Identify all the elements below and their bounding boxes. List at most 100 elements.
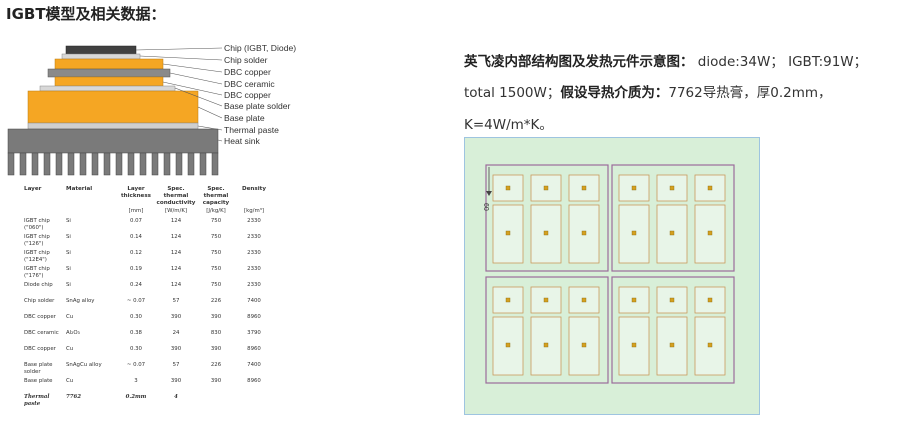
table-cell: 2330 [247, 266, 261, 272]
table-cell: 0.24 [129, 282, 142, 288]
dbc-copper-bottom-layer [54, 76, 164, 87]
table-cell: 8960 [247, 378, 261, 384]
table-cell: Base plate [24, 378, 53, 384]
table-cell: 57 [172, 298, 180, 304]
heat-source-dot [631, 342, 637, 348]
table-cell: 0.30 [129, 314, 142, 320]
heat-source-dot [581, 185, 587, 191]
table-cell: DBC copper [24, 346, 56, 352]
heat-source-dot [505, 185, 511, 191]
table-cell: 124 [170, 250, 182, 256]
heat-source-dot [505, 342, 511, 348]
table-cell: 3 [134, 378, 138, 384]
table-cell: ~ 0.07 [126, 298, 146, 304]
description-line-3: K=4W/m*K。 [464, 117, 553, 133]
heat-source-dot [707, 230, 713, 236]
dbc-copper-top-layer [54, 58, 164, 70]
heat-source-dot [707, 342, 713, 348]
heat-source-dot [707, 297, 713, 303]
table-cell: Base plate solder [24, 362, 53, 375]
table-cell: 2330 [247, 250, 261, 256]
substrate-pad [611, 276, 735, 384]
heat-sink-fins [7, 152, 219, 176]
table-cell: 124 [170, 218, 182, 224]
table-cell: Cu [66, 314, 74, 320]
table-cell: 8960 [247, 314, 261, 320]
units-row: [mm] [W/m/K] [J/kg/K] [kg/m³] [24, 208, 274, 218]
stack-label: DBC ceramic [224, 79, 275, 89]
heat-source-dot [669, 342, 675, 348]
table-cell: 2330 [247, 234, 261, 240]
table-cell: SnAg alloy [66, 298, 95, 304]
column-header: Density [242, 186, 266, 192]
layer-stack-diagram: Chip (IGBT, Diode) Chip solder DBC coppe… [7, 43, 296, 176]
table-cell: SnAgCu alloy [66, 362, 102, 368]
table-cell: 390 [170, 378, 182, 384]
table-cell [198, 394, 236, 410]
heat-source-dot [707, 185, 713, 191]
table-cell: 57 [172, 362, 180, 368]
module-layout-diagram: 60 [464, 137, 760, 415]
chip-layer [65, 45, 137, 55]
table-cell: 226 [210, 362, 222, 368]
thermal-paste-layer [27, 122, 199, 130]
column-header: Layer [24, 186, 42, 192]
diode-cell [530, 174, 562, 202]
unit-cell: [J/kg/K] [206, 208, 226, 214]
table-cell: 750 [210, 218, 222, 224]
unit-cell: [mm] [128, 208, 144, 214]
heat-source-dot [669, 230, 675, 236]
leader-lines [135, 47, 223, 142]
stack-label: Heat sink [224, 136, 261, 146]
table-cell: 2330 [247, 282, 261, 288]
column-header: Spec. thermal conductivity [156, 186, 196, 206]
table-cell: 226 [210, 298, 222, 304]
table-cell: 750 [210, 266, 222, 272]
table-cell: 750 [210, 234, 222, 240]
table-cell: Si [66, 218, 71, 224]
diode-cell [492, 174, 524, 202]
stack-label: Thermal paste [224, 125, 279, 135]
table-cell: IGBT chip ("12E4") [24, 250, 50, 263]
table-cell: 0.19 [129, 266, 142, 272]
table-cell: Si [66, 234, 71, 240]
stack-label: Base plate [224, 113, 265, 123]
heat-source-dot [581, 230, 587, 236]
table-cell: 0.2mm [125, 394, 147, 400]
table-header-row: Layer Material Layer thickness Spec. the… [24, 186, 274, 208]
table-cell: 7400 [247, 298, 261, 304]
table-cell: Thermal paste [24, 394, 50, 407]
heat-source-dot [543, 297, 549, 303]
heat-source-dot [543, 185, 549, 191]
heat-source-dot [581, 342, 587, 348]
heat-source-dot [631, 297, 637, 303]
stack-label: DBC copper [224, 67, 271, 77]
substrate-pad [485, 164, 609, 272]
table-cell: Cu [66, 378, 74, 384]
table-cell: Si [66, 282, 71, 288]
heat-source-dot [581, 297, 587, 303]
stack-label: Base plate solder [224, 101, 291, 111]
table-cell: IGBT chip ("126") [24, 234, 50, 247]
description-line-1: 英飞凌内部结构图及发热元件示意图： diode:34W； IGBT:91W； [464, 54, 868, 70]
table-cell: 0.12 [129, 250, 142, 256]
table-cell: IGBT chip ("176") [24, 266, 50, 279]
table-cell: 830 [210, 330, 222, 336]
heat-sink-base [7, 128, 219, 154]
column-header: Layer thickness [120, 186, 152, 199]
table-cell: DBC ceramic [24, 330, 59, 336]
table-cell: 124 [170, 282, 182, 288]
table-cell: Cu [66, 346, 74, 352]
column-header: Material [66, 186, 93, 192]
table-cell: 750 [210, 250, 222, 256]
table-cell: 0.07 [129, 218, 142, 224]
